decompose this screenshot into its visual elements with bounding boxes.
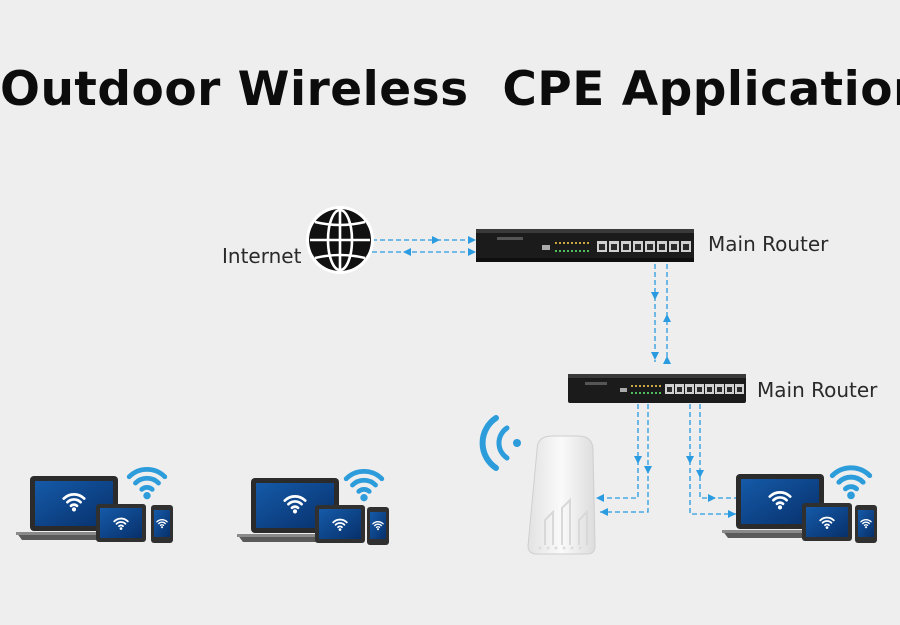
- connection-lines: [372, 239, 736, 515]
- wireless-signal-icon: [479, 415, 521, 471]
- cpe-device-icon: [527, 435, 596, 555]
- wifi-icon: [129, 469, 165, 498]
- internet-label: Internet: [222, 244, 302, 268]
- phone-icon: [855, 505, 877, 543]
- router-icon: [568, 374, 746, 403]
- phone-icon: [151, 505, 173, 543]
- phone-icon: [367, 507, 389, 545]
- device-group-1: [16, 469, 173, 543]
- router-icon: [476, 229, 694, 262]
- main-router-top-label: Main Router: [708, 232, 829, 256]
- page-title: Outdoor Wireless CPE Application: [0, 62, 900, 117]
- wifi-icon: [832, 468, 869, 499]
- connection-arrows: [403, 236, 736, 518]
- globe-icon: [306, 206, 374, 274]
- device-group-3: [722, 468, 877, 543]
- wifi-icon: [346, 471, 382, 500]
- tablet-icon: [96, 504, 146, 542]
- main-router-bottom-label: Main Router: [757, 378, 878, 402]
- tablet-icon: [802, 503, 852, 541]
- device-group-2: [237, 471, 389, 545]
- tablet-icon: [315, 505, 365, 543]
